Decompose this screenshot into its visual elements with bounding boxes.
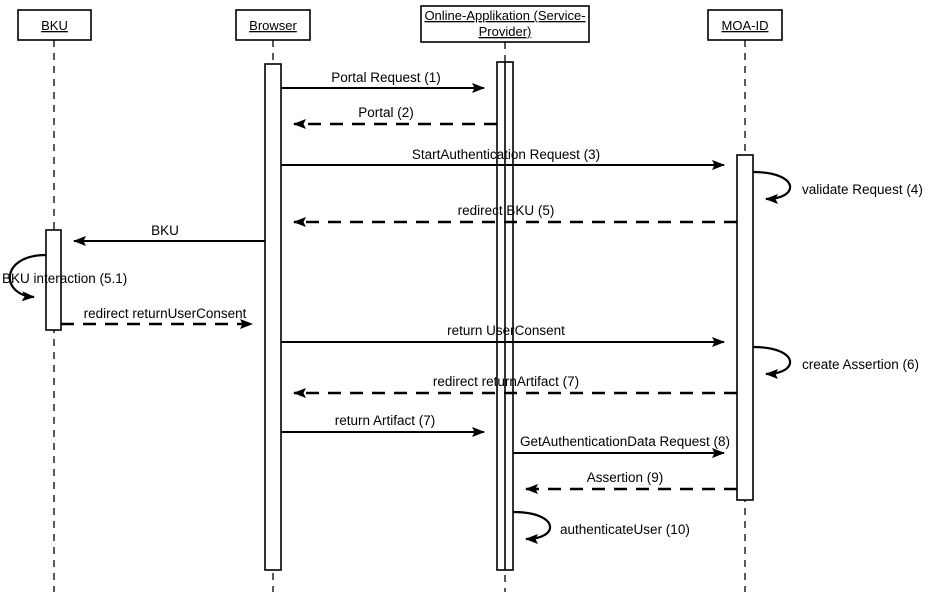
message-label-portal: Portal (2) — [358, 105, 414, 120]
message-label-validate-request: validate Request (4) — [802, 182, 923, 197]
message-portal-request: Portal Request (1) — [281, 70, 485, 93]
activation-bar-moaid — [736, 154, 754, 501]
message-create-assertion-self: create Assertion (6) — [752, 345, 919, 379]
message-label-get-authentication-data-request: GetAuthenticationData Request (8) — [520, 434, 730, 449]
message-label-portal-request: Portal Request (1) — [331, 70, 441, 85]
message-bku: BKU — [73, 223, 265, 246]
lifeline-label-browser: Browser — [249, 18, 297, 33]
lifeline-label-moaid: MOA-ID — [722, 18, 769, 33]
message-label-create-assertion: create Assertion (6) — [802, 357, 919, 372]
message-label-redirect-return-user-consent: redirect returnUserConsent — [84, 306, 247, 321]
lifeline-label-online-applikation-line1: Online-Applikation (Service- — [424, 8, 585, 23]
self-loop-path — [512, 510, 552, 544]
message-bku-interaction-self: BKU interaction (5.1) — [2, 253, 127, 302]
message-label-assertion: Assertion (9) — [587, 470, 664, 485]
message-return-artifact: return Artifact (7) — [281, 413, 485, 437]
message-validate-request-self: validate Request (4) — [752, 170, 923, 204]
lifeline-label-bku: BKU — [41, 18, 68, 33]
lifeline-header-bku[interactable]: BKU — [17, 9, 92, 41]
lifeline-header-browser[interactable]: Browser — [235, 9, 311, 41]
message-assertion: Assertion (9) — [525, 470, 737, 494]
message-return-user-consent: return UserConsent — [281, 323, 725, 347]
activation-bar-browser — [264, 63, 282, 571]
lifeline-header-online-applikation[interactable]: Online-Applikation (Service- Provider) — [420, 5, 590, 43]
message-portal: Portal (2) — [293, 105, 497, 129]
activation-bar-bku — [45, 229, 62, 331]
message-redirect-return-artifact: redirect returnArtifact (7) — [293, 374, 737, 398]
lifeline-box-online-applikation[interactable] — [420, 5, 590, 43]
message-label-redirect-return-artifact: redirect returnArtifact (7) — [433, 374, 579, 389]
lifeline-label-online-applikation-line2: Provider) — [479, 24, 532, 39]
activation-bars — [45, 61, 754, 571]
lifeline-box-bku[interactable] — [17, 9, 92, 41]
lifeline-header-moaid[interactable]: MOA-ID — [707, 9, 783, 41]
message-authenticate-user-self: authenticateUser (10) — [512, 510, 690, 544]
message-label-bku: BKU — [151, 223, 179, 238]
message-label-return-artifact: return Artifact (7) — [335, 413, 436, 428]
message-redirect-return-user-consent: redirect returnUserConsent — [61, 306, 253, 329]
lifeline-box-browser[interactable] — [235, 9, 311, 41]
lifeline-box-moaid[interactable] — [707, 9, 783, 41]
self-loop-path — [752, 345, 792, 379]
self-loop-path — [8, 253, 47, 302]
self-loop-path — [752, 170, 792, 204]
message-label-start-authentication-request: StartAuthentication Request (3) — [412, 147, 600, 162]
message-label-redirect-bku: redirect BKU (5) — [458, 203, 555, 218]
message-get-authentication-data-request: GetAuthenticationData Request (8) — [513, 434, 730, 458]
message-start-authentication-request: StartAuthentication Request (3) — [281, 147, 725, 170]
message-redirect-bku: redirect BKU (5) — [293, 203, 737, 227]
lifeline-headers: BKU Browser Online-Applikation (Service-… — [17, 5, 783, 43]
message-label-return-user-consent: return UserConsent — [447, 323, 565, 338]
message-label-authenticate-user: authenticateUser (10) — [560, 522, 690, 537]
message-label-bku-interaction: BKU interaction (5.1) — [2, 271, 127, 286]
